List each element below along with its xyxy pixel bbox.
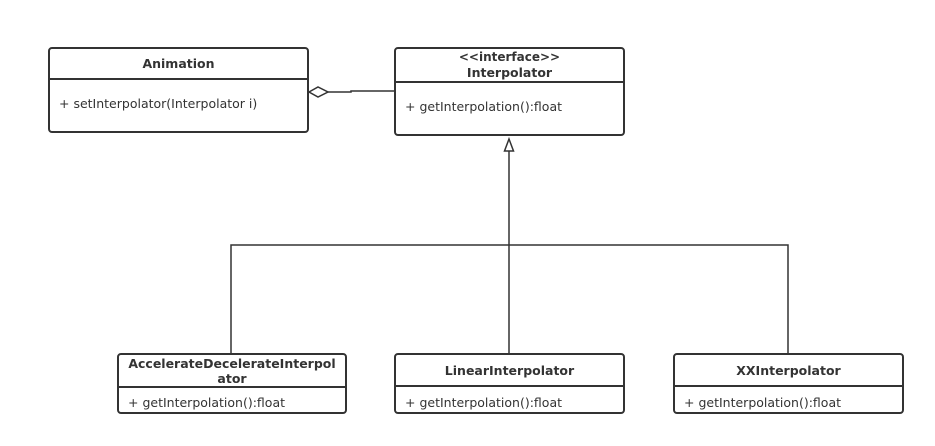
realization-arrowhead-icon <box>503 136 515 152</box>
class-accelerate-decelerate-name: AccelerateDecelerateInterpolator <box>128 355 336 386</box>
realization-connector <box>230 136 789 354</box>
class-xx-header: XXInterpolator <box>675 355 902 387</box>
method-get-interpolation: + getInterpolation():float <box>128 395 286 410</box>
aggregation-line <box>328 90 394 93</box>
class-linear-header: LinearInterpolator <box>396 355 623 387</box>
interface-interpolator-header: <<interface>> Interpolator <box>396 49 623 83</box>
interface-interpolator[interactable]: <<interface>> Interpolator + getInterpol… <box>394 47 625 136</box>
class-accelerate-decelerate-interpolator[interactable]: AccelerateDecelerateInterpolator + getIn… <box>117 353 347 414</box>
class-linear-interpolator[interactable]: LinearInterpolator + getInterpolation():… <box>394 353 625 414</box>
class-animation-name: Animation <box>142 56 215 71</box>
interface-interpolator-name: Interpolator <box>466 65 553 80</box>
class-xx-name: XXInterpolator <box>736 362 841 378</box>
class-linear-methods: + getInterpolation():float <box>396 387 623 410</box>
class-animation-header: Animation <box>50 49 307 80</box>
aggregation-connector <box>307 86 394 98</box>
class-xx-interpolator[interactable]: XXInterpolator + getInterpolation():floa… <box>673 353 904 414</box>
interface-stereotype: <<interface>> <box>458 50 561 64</box>
aggregation-diamond-icon <box>307 86 330 98</box>
class-animation-methods: + setInterpolator(Interpolator i) <box>50 80 307 111</box>
class-accelerate-decelerate-methods: + getInterpolation():float <box>119 388 345 410</box>
class-linear-name: LinearInterpolator <box>444 362 575 378</box>
method-get-interpolation: + getInterpolation():float <box>405 99 563 114</box>
method-set-interpolator: + setInterpolator(Interpolator i) <box>59 96 258 111</box>
class-xx-methods: + getInterpolation():float <box>675 387 902 410</box>
interface-interpolator-methods: + getInterpolation():float <box>396 83 623 114</box>
class-animation[interactable]: Animation + setInterpolator(Interpolator… <box>48 47 309 133</box>
method-get-interpolation: + getInterpolation():float <box>405 395 563 410</box>
method-get-interpolation: + getInterpolation():float <box>684 395 842 410</box>
class-accelerate-decelerate-header: AccelerateDecelerateInterpolator <box>119 355 345 388</box>
realization-branch-line <box>230 244 789 354</box>
